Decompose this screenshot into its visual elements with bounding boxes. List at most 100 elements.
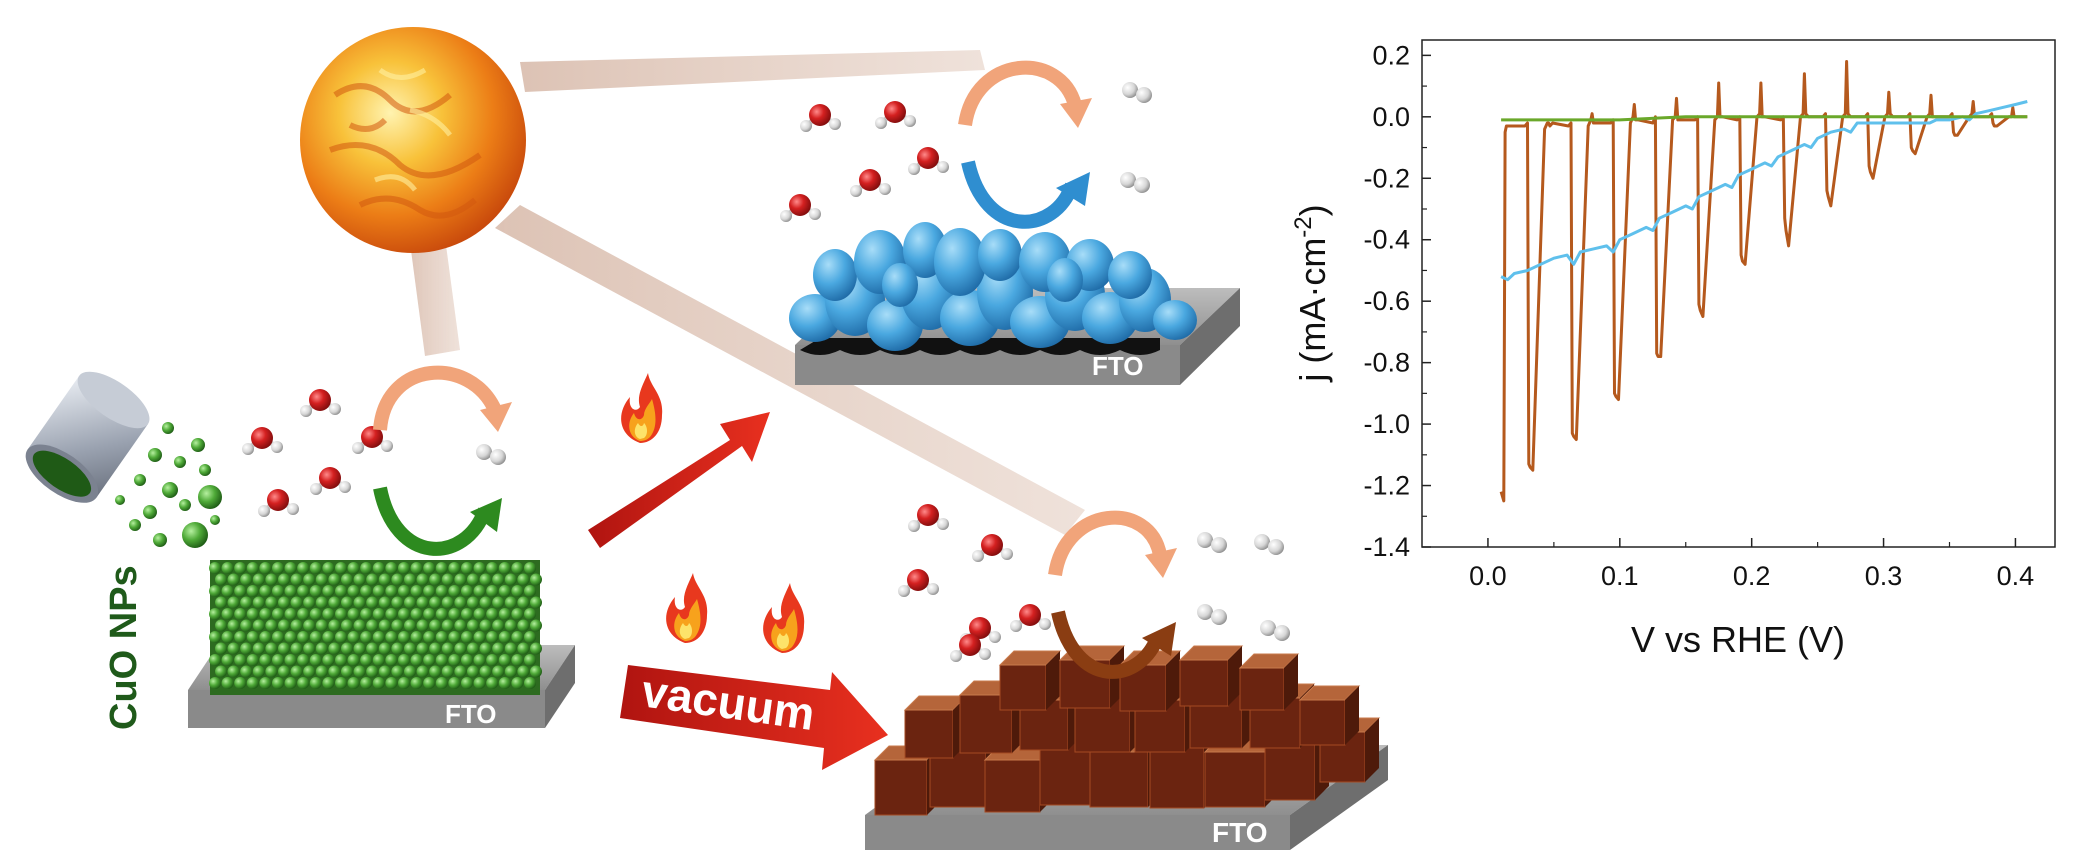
nanoparticle — [303, 665, 316, 678]
nanoparticle — [366, 596, 379, 609]
nanoparticle — [398, 654, 410, 666]
nanoparticle — [215, 596, 227, 609]
nanoparticle — [353, 619, 366, 632]
nanoparticle — [441, 573, 454, 586]
nanoparticle — [272, 562, 284, 574]
fto-label-2: FTO — [1092, 351, 1144, 381]
nanoparticle — [423, 562, 436, 574]
nanoparticle — [441, 665, 454, 678]
blue-film-layer — [789, 222, 1197, 351]
fto-label-1: FTO — [445, 699, 497, 729]
electrode-cuo — [188, 560, 575, 728]
nanoparticle — [423, 631, 436, 643]
nanoparticle — [240, 573, 253, 586]
nanoparticle — [353, 642, 366, 655]
nanoparticle — [410, 631, 423, 643]
nanoparticle — [404, 665, 416, 678]
film-grain — [1108, 251, 1152, 299]
nanoparticle — [353, 573, 366, 586]
nanoparticle — [309, 585, 322, 597]
x-tick-label: 0.4 — [1997, 561, 2035, 591]
nanoparticle — [347, 562, 360, 574]
nanoparticle — [322, 631, 335, 643]
nanoparticle — [398, 608, 410, 620]
nanoparticle — [467, 573, 479, 586]
nanoparticle — [209, 585, 221, 597]
y-tick-label: 0.0 — [1372, 102, 1410, 132]
nanoparticle — [473, 654, 486, 666]
nanoparticle — [209, 654, 221, 666]
nanoparticle — [435, 631, 448, 643]
nanoparticle — [385, 631, 398, 643]
nanoparticle — [234, 608, 247, 620]
electrode-blue — [789, 222, 1240, 385]
film-grain — [978, 229, 1022, 281]
cube-side — [1284, 654, 1298, 710]
nanoparticle — [246, 631, 259, 643]
vacuum-arrow — [620, 665, 888, 770]
nanoparticle — [252, 619, 265, 632]
nanoparticle — [347, 608, 360, 620]
nanoparticle — [297, 654, 310, 666]
series-line-1 — [1499, 60, 2028, 503]
flame-icon — [621, 373, 663, 443]
nanoparticle — [252, 573, 265, 586]
nanoparticle — [473, 631, 486, 643]
nanoparticle — [341, 619, 353, 632]
nanoparticle — [278, 665, 290, 678]
nanoparticle — [486, 631, 499, 643]
nanoparticle — [372, 631, 385, 643]
nanoparticle — [221, 562, 234, 574]
nanoparticle — [259, 631, 272, 643]
nanoparticle — [284, 654, 297, 666]
nanoparticle — [322, 608, 335, 620]
nanoparticle — [297, 562, 310, 574]
nanoparticle — [309, 608, 322, 620]
nanoparticle — [284, 631, 297, 643]
nanoparticle — [498, 631, 511, 643]
nanoparticle — [492, 665, 505, 678]
nanoparticle — [215, 573, 227, 586]
nanoparticle — [322, 677, 335, 689]
nanoparticle — [309, 562, 322, 574]
nanoparticle — [366, 619, 379, 632]
y-axis-label: j (mA·cm-2) — [1290, 204, 1333, 382]
nanoparticle — [391, 619, 404, 632]
y-axis-label-main: j (mA·cm — [1292, 238, 1333, 383]
nanoparticle — [385, 562, 398, 574]
nanoparticle — [360, 562, 373, 574]
nanoparticle — [517, 642, 530, 655]
nanoparticle — [360, 677, 373, 689]
nanoparticle — [479, 619, 492, 632]
nanoparticle — [454, 642, 467, 655]
nanoparticle — [441, 642, 454, 655]
nanoparticle — [448, 608, 461, 620]
nanoparticle — [461, 608, 473, 620]
hydrogen-molecule-icon — [1197, 604, 1227, 625]
nanoparticle — [454, 596, 467, 609]
nanoparticle — [492, 596, 505, 609]
nanoparticle — [209, 608, 221, 620]
nanoparticle — [328, 573, 341, 586]
y-tick-label: -0.2 — [1363, 163, 1410, 193]
nanoparticle — [265, 619, 278, 632]
nanoparticle — [272, 677, 284, 689]
y-tick-label: -1.0 — [1363, 409, 1410, 439]
nanoparticle — [391, 596, 404, 609]
y-tick-label: 0.2 — [1372, 40, 1410, 70]
nanoparticle — [486, 608, 499, 620]
reaction-arrow-brown — [1051, 610, 1165, 679]
nanoparticle — [473, 562, 486, 574]
nanoparticle — [473, 585, 486, 597]
y-tick-label: -0.6 — [1363, 286, 1410, 316]
nanoparticle — [530, 573, 542, 586]
nanoparticle — [328, 596, 341, 609]
nanoparticle — [278, 619, 290, 632]
series-line-3 — [1501, 115, 2028, 122]
water-molecules-1 — [242, 389, 393, 517]
nanoparticle — [378, 619, 391, 632]
falling-nanoparticles — [115, 422, 222, 548]
